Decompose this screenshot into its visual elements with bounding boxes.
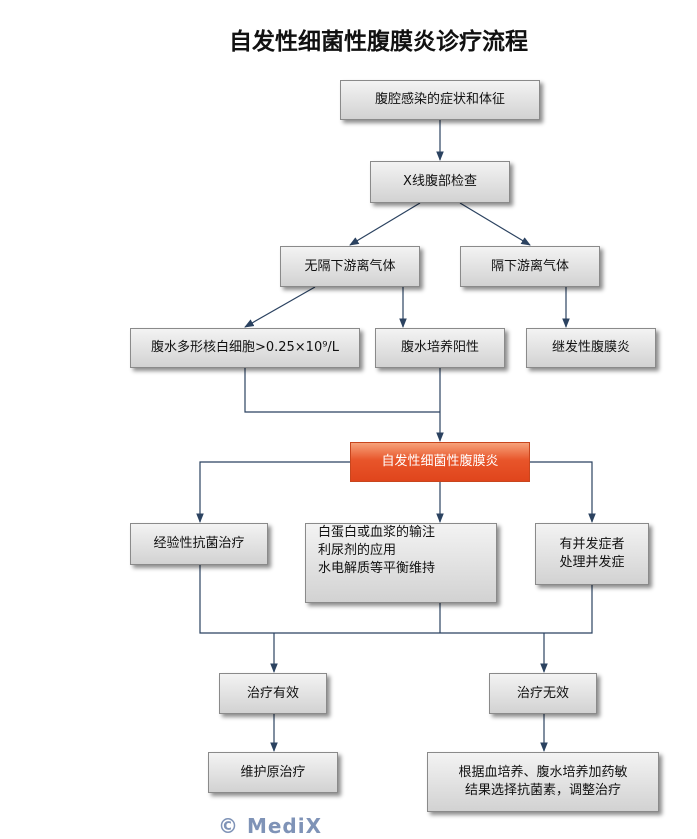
merge-line (244, 368, 440, 413)
bottom-merge-line (199, 565, 593, 634)
medix-watermark: © MediX (218, 814, 323, 838)
node-complications: 有并发症者 处理并发症 (535, 523, 649, 585)
arrow-xray-to-no-free-air (349, 202, 421, 246)
arrow-no-free-air-to-pmn (244, 286, 316, 328)
arrow-sbp-to-complications (530, 461, 596, 523)
node-supportive-care: 白蛋白或血浆的输注 利尿剂的应用 水电解质等平衡维持 (305, 523, 497, 603)
node-symptoms: 腹腔感染的症状和体征 (340, 80, 540, 120)
node-culture-positive: 腹水培养阳性 (375, 328, 505, 368)
arrow-sbp-to-empiric (196, 461, 350, 523)
node-empiric-antibiotics: 经验性抗菌治疗 (130, 523, 268, 565)
node-xray: X线腹部检查 (370, 161, 510, 203)
node-adjust-treatment: 根据血培养、腹水培养加药敏 结果选择抗菌素，调整治疗 (427, 752, 659, 812)
node-no-free-air: 无隔下游离气体 (280, 246, 420, 287)
node-maintain-treatment: 维护原治疗 (208, 752, 338, 793)
arrow-xray-to-free-air (459, 202, 531, 246)
node-sbp: 自发性细菌性腹膜炎 (350, 442, 530, 482)
node-treatment-ineffective: 治疗无效 (489, 673, 597, 714)
node-pmn-count: 腹水多形核白细胞>0.25×10⁹/L (130, 328, 360, 368)
node-treatment-effective: 治疗有效 (219, 673, 327, 714)
node-secondary-peritonitis: 继发性腹膜炎 (526, 328, 656, 368)
page-title: 自发性细菌性腹膜炎诊疗流程 (229, 28, 528, 55)
node-free-air: 隔下游离气体 (460, 246, 600, 287)
